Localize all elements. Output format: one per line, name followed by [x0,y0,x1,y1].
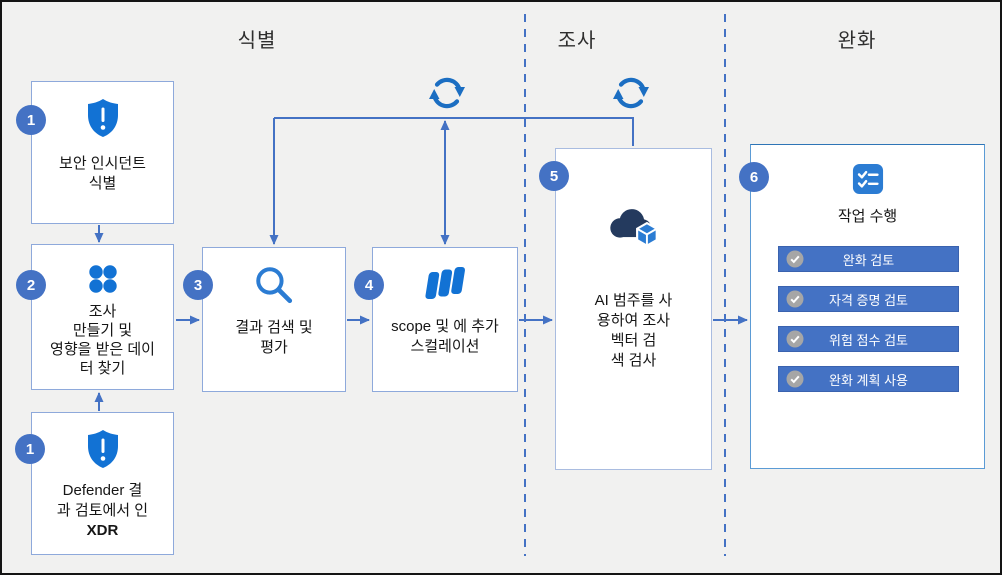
step-box-defender-xdr: Defender 결 과 검토에서 인 XDR [31,412,174,555]
layers-icon [425,267,465,299]
step-label: Defender 결 과 검토에서 인 [56,482,149,519]
step-badge-1: 1 [16,105,46,135]
task-checklist-icon [852,163,883,195]
four-dots-icon [88,265,117,293]
sync-icon [613,80,649,106]
step-badge-6: 6 [739,162,769,192]
step-box-perform-actions: 작업 수행 완화 검토 자격 증명 검토 위험 점수 검토 [750,144,985,469]
step-box-search-results: 결과 검색 및 평가 [202,247,346,392]
checklist-item: 위험 점수 검토 [778,326,959,352]
check-circle-icon [786,250,804,268]
step-label: 보안 인시던트 식별 [59,155,146,192]
step-badge-2: 2 [16,270,46,300]
step-box-security-incident: 보안 인시던트 식별 [31,81,174,224]
step-label: scope 및 에 추가 스컬레이션 [391,318,499,355]
step-box-ai-investigation: AI 범주를 사 용하여 조사 벡터 검 색 검사 [555,148,712,470]
step-badge-5: 5 [539,161,569,191]
step-label: AI 범주를 사 용하여 조사 벡터 검 색 검사 [594,292,673,369]
phase-header-investigate: 조사 [557,30,597,52]
shield-exclamation-icon [87,430,118,468]
loop-rail [274,117,634,146]
actions-title: 작업 수행 [837,208,898,225]
cloud-cube-icon [609,209,658,247]
step-label-bold: XDR [86,522,119,539]
check-circle-icon [786,330,804,348]
step-label: 결과 검색 및 평가 [235,319,313,356]
sync-icon [429,80,465,106]
checklist-item: 완화 계획 사용 [778,366,959,392]
shield-exclamation-icon [87,99,118,137]
check-circle-icon [786,370,804,388]
phase-header-mitigate: 완화 [837,30,877,52]
checklist-label: 자격 증명 검토 [829,292,908,308]
checklist-label: 위험 점수 검토 [829,332,908,348]
checklist-label: 완화 계획 사용 [829,372,908,388]
step-box-create-investigation: 조사 만들기 및 영향을 받은 데이 터 찾기 [31,244,174,390]
checklist-item: 자격 증명 검토 [778,286,959,312]
step-box-scope-escalation: scope 및 에 추가 스컬레이션 [372,247,518,392]
step-label: 조사 만들기 및 영향을 받은 데이 터 찾기 [50,303,155,377]
check-circle-icon [786,290,804,308]
search-icon [256,267,293,304]
checklist-label: 완화 검토 [842,252,895,268]
step-badge-3: 3 [183,270,213,300]
step-badge-4: 4 [354,270,384,300]
phase-header-identify: 식별 [237,30,277,52]
step-badge-1b: 1 [15,434,45,464]
checklist-item: 완화 검토 [778,246,959,272]
